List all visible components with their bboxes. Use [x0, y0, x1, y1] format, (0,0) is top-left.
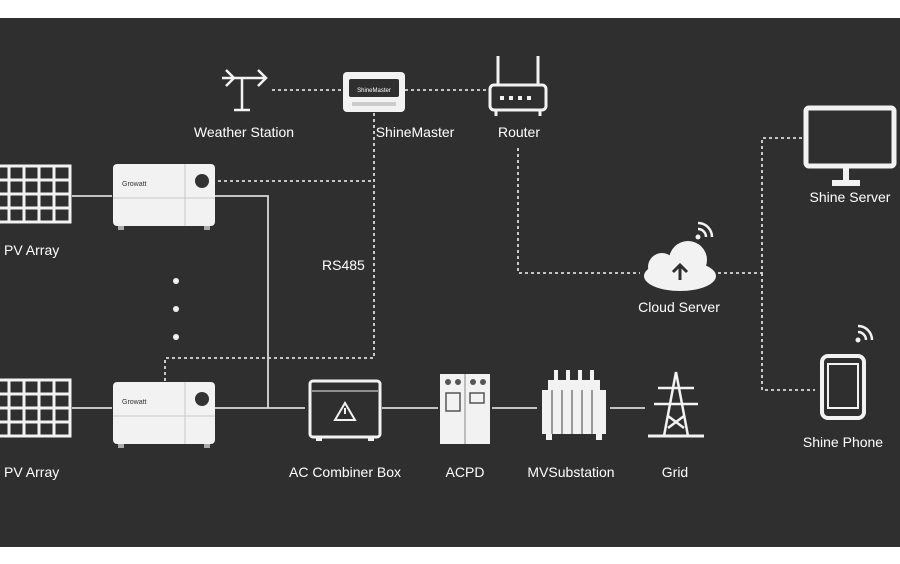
- wifi-icon-phone: [855, 324, 874, 343]
- data-links: [164, 89, 815, 391]
- rs485-bus-link: [164, 113, 375, 383]
- weather-station-icon: [222, 69, 268, 112]
- router-label: Router: [497, 124, 541, 140]
- ac-combiner-box-label: AC Combiner Box: [288, 464, 402, 480]
- grid-label: Grid: [661, 464, 689, 480]
- inverter-top-brand: Growatt: [122, 181, 147, 188]
- cloud-to-phone-link: [761, 273, 815, 391]
- shinemaster-label: ShineMaster: [375, 124, 455, 140]
- rs485-label: RS485: [322, 257, 365, 273]
- pv-array-top-label: PV Array: [4, 242, 60, 258]
- acpd-label: ACPD: [445, 464, 485, 480]
- inverter-bottom-icon: Growatt: [113, 382, 215, 448]
- router-icon: [488, 56, 548, 116]
- shinemaster-screen-text: ShineMaster: [357, 88, 391, 94]
- inverter-top-icon: Growatt: [113, 164, 215, 230]
- wifi-icon-cloud: [695, 221, 714, 240]
- diagram-canvas: ShineMaster: [0, 56, 897, 448]
- cloud-to-server-link: [718, 137, 805, 274]
- mv-substation-label: MVSubstation: [527, 464, 615, 480]
- router-to-cloud-link: [517, 148, 640, 274]
- cloud-server-label: Cloud Server: [638, 299, 720, 315]
- inverter-bottom-brand: Growatt: [122, 399, 147, 406]
- weather-station-label: Weather Station: [193, 124, 295, 140]
- acpd-icon: [440, 374, 490, 444]
- shine-server-label: Shine Server: [809, 189, 891, 205]
- top-inverter-ac-line: [215, 195, 269, 408]
- cloud-icon: [644, 241, 716, 291]
- shinemaster-icon: ShineMaster: [343, 72, 405, 112]
- pv-array-top-icon: [0, 164, 72, 224]
- phone-icon: [820, 354, 866, 420]
- ac-combiner-box-icon: [308, 379, 382, 441]
- pv-array-bottom-icon: [0, 378, 72, 438]
- pv-array-bottom-label: PV Array: [4, 464, 60, 480]
- ellipsis-dots: [173, 278, 179, 340]
- mv-substation-icon: [542, 370, 606, 440]
- monitor-icon: [803, 105, 897, 186]
- system-diagram: ShineMaster: [0, 18, 900, 547]
- grid-tower-icon: [648, 371, 704, 438]
- power-links: [72, 195, 645, 409]
- shine-phone-label: Shine Phone: [802, 434, 884, 450]
